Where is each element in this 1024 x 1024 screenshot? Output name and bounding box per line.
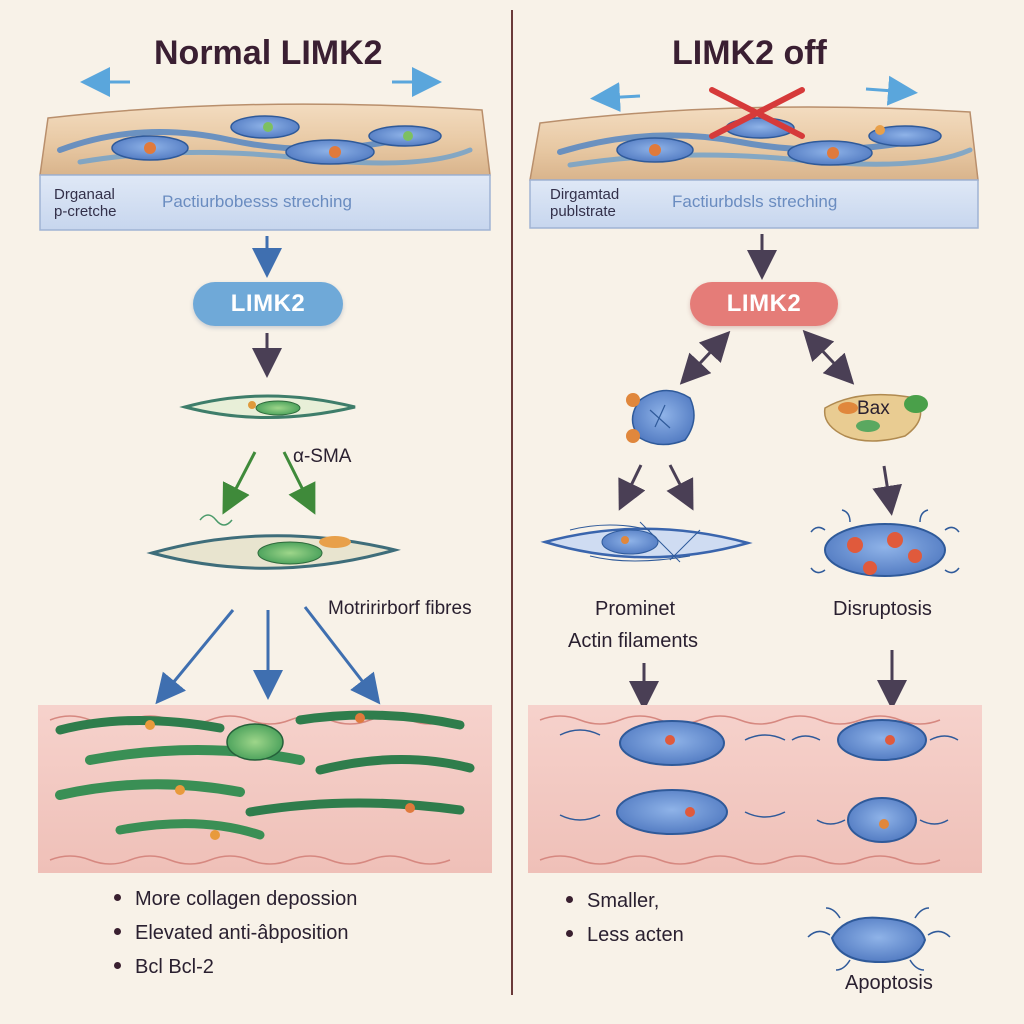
right-bullet-1: Smaller, [566,890,659,913]
arrow-bidir-right [802,329,855,385]
left-tissue-panel [38,705,492,873]
arrow-green-right [282,451,316,515]
disrupted-cell [810,509,960,577]
arrow-bidir-left [679,330,731,385]
fibres-label: Motririrborf fibres [328,598,472,619]
right-substrate-caption: Factiurbdsls streching [672,192,838,211]
left-substrate-label: Drganaal p-cretche [54,186,117,220]
left-myofibroblast-cell [146,514,401,570]
stretch-arrow-right-off [865,75,918,106]
left-bullet-3: Bcl Bcl-2 [114,956,214,979]
limk2-off-pill: LIMK2 [690,282,838,326]
left-panel-title: Normal LIMK2 [154,34,383,72]
left-fibroblast-cell [179,394,356,419]
stretch-arrow-left-off [590,82,641,113]
actin-label-line2: Actin filaments [568,630,699,652]
bax-protein-icon [823,393,928,442]
bax-label: Bax [857,398,890,419]
arrow-cofilin-down-2 [666,464,694,511]
actin-filament-cell [540,521,753,563]
arrow-blue-3 [303,606,381,705]
arrow-bax-down [872,465,903,516]
left-bullet-2: Elevated anti-âbposition [114,922,348,945]
apoptosis-label: Apoptosis [845,972,933,994]
cofilin-protein-icon [626,389,695,446]
arrow-green-left [222,451,257,515]
right-panel-title: LIMK2 off [672,34,827,72]
left-bullet-1: More collagen depossion [114,888,357,911]
left-substrate [39,103,491,231]
right-bullet-2: Less acten [566,924,684,947]
arrow-cofilin-down-1 [618,464,646,511]
actin-label-line1: Prominet [595,598,676,620]
limk2-normal-pill: LIMK2 [193,282,343,326]
left-substrate-caption: Pactiurbobesss streching [162,192,352,211]
right-substrate-label: Dirgamtad publstrate [550,186,620,220]
apoptotic-cell [807,907,951,971]
arrow-blue-1 [155,609,235,705]
knockout-cross-icon [709,87,805,139]
alpha-sma-label: α-SMA [293,446,352,467]
disruption-label: Disruptosis [833,598,932,620]
right-tissue-panel [528,705,982,873]
